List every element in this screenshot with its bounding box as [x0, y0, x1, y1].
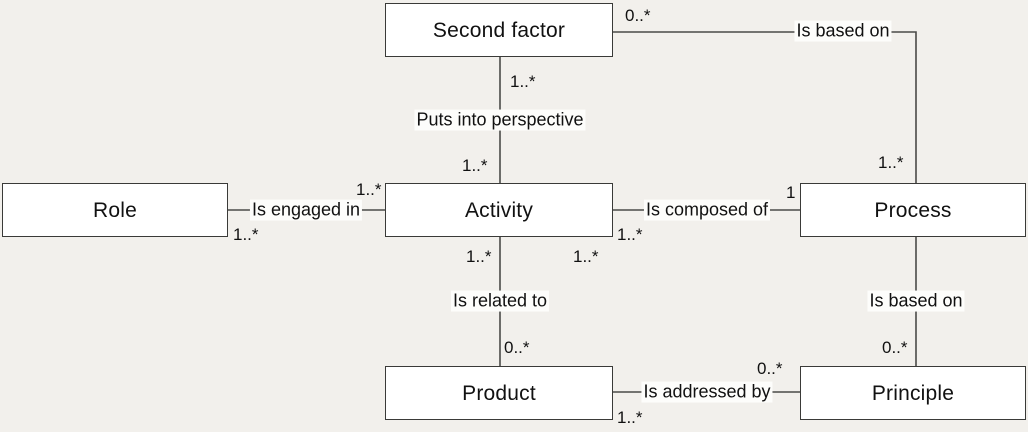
edge-label-puts-into-perspective: Puts into perspective [414, 109, 586, 131]
node-label: Role [93, 198, 137, 222]
multiplicity-activity-right: 1..* [617, 225, 643, 244]
multiplicity-product-up: 0..* [504, 338, 530, 357]
node-second-factor[interactable]: Second factor [385, 3, 613, 57]
node-label: Second factor [432, 18, 566, 42]
node-label: Activity [464, 198, 534, 222]
multiplicity-process-left: 1 [786, 183, 796, 202]
multiplicity-activity-left: 1..* [356, 180, 382, 199]
multiplicity-product-right: 1..* [617, 408, 643, 427]
multiplicity-role-right: 1..* [233, 225, 259, 244]
multiplicity-activity-up: 1..* [462, 156, 488, 175]
node-role[interactable]: Role [2, 183, 228, 237]
multiplicity-second-factor-down: 1..* [510, 72, 536, 91]
edge-label-is-based-on-right: Is based on [867, 290, 965, 312]
node-label: Principle [871, 381, 955, 405]
node-label: Product [462, 381, 536, 405]
edge-label-is-composed-of: Is composed of [643, 199, 771, 221]
edge-label-is-related-to: Is related to [450, 290, 550, 312]
multiplicity-principle-left: 0..* [757, 359, 783, 378]
connector-second-factor-to-process [613, 31, 917, 183]
node-activity[interactable]: Activity [385, 183, 613, 237]
multiplicity-process-up: 1..* [878, 153, 904, 172]
node-label: Process [874, 198, 952, 222]
edge-label-is-addressed-by: Is addressed by [641, 381, 773, 403]
edge-label-is-based-on-top: Is based on [794, 20, 892, 42]
multiplicity-activity-down-right: 1..* [573, 247, 599, 266]
node-principle[interactable]: Principle [800, 366, 1026, 420]
multiplicity-activity-down-left: 1..* [466, 247, 492, 266]
multiplicity-process-down: 0..* [882, 338, 908, 357]
node-product[interactable]: Product [385, 366, 613, 420]
node-process[interactable]: Process [800, 183, 1026, 237]
edge-label-is-engaged-in: Is engaged in [249, 199, 363, 221]
multiplicity-second-factor-right: 0..* [625, 6, 651, 25]
